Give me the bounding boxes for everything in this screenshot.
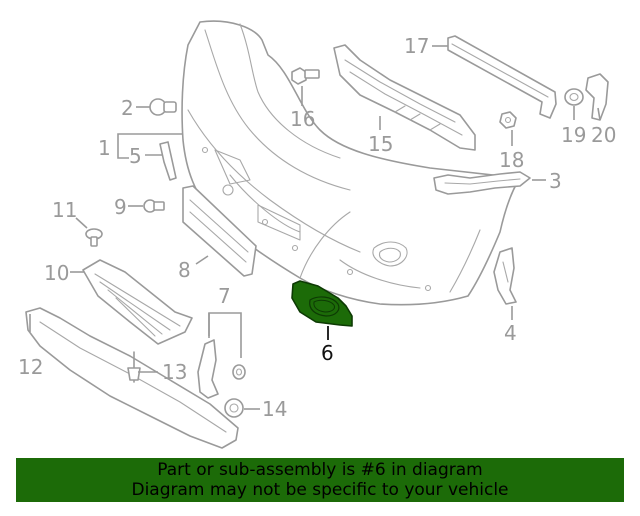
rivet-part-11 [85,228,103,247]
absorber-part-15 [333,44,476,151]
callout-1: 1 [98,136,111,160]
bolt-part-16 [291,67,320,85]
callout-3: 3 [549,169,562,193]
callout-4: 4 [504,321,517,345]
callout-18: 18 [499,148,524,172]
license-bracket-part-8 [182,185,257,277]
callout-2: 2 [121,96,134,120]
clip-part-2 [149,98,177,116]
callout-7: 7 [218,284,231,308]
clip-part-5 [159,141,177,181]
callout-20: 20 [591,123,616,147]
callout-10: 10 [44,261,69,285]
callout-16: 16 [290,107,315,131]
callout-15: 15 [368,132,393,156]
bracket-part-3 [433,171,531,195]
callout-11: 11 [52,198,77,222]
banner-line-2: Diagram may not be specific to your vehi… [131,480,509,500]
leader-lines [29,45,601,410]
callout-8: 8 [178,258,191,282]
callout-9: 9 [114,195,127,219]
reinforcement-part-17 [447,35,557,119]
callout-labels: 2 1 5 9 11 10 12 13 7 14 8 16 15 17 3 4 … [18,34,616,421]
callout-19: 19 [561,123,586,147]
callout-5: 5 [129,144,142,168]
side-bracket-part-4 [493,247,517,305]
callout-13: 13 [162,360,187,384]
grille-part-10 [82,259,193,345]
callout-14: 14 [262,397,287,421]
callout-17: 17 [404,34,429,58]
callout-6: 6 [321,341,334,365]
screw-part-9 [143,199,165,213]
fog-lamp-bezel-part-6 [291,280,353,327]
push-pin-part-13 [127,351,141,383]
clip-part-19 [564,88,584,106]
bracket-part-7 [197,339,246,399]
bolt-part-18 [499,111,517,129]
bracket-part-20 [585,73,609,121]
banner-line-1: Part or sub-assembly is #6 in diagram [157,460,483,480]
nut-part-14 [224,398,244,418]
callout-12: 12 [18,355,43,379]
info-banner: Part or sub-assembly is #6 in diagram Di… [16,458,624,502]
